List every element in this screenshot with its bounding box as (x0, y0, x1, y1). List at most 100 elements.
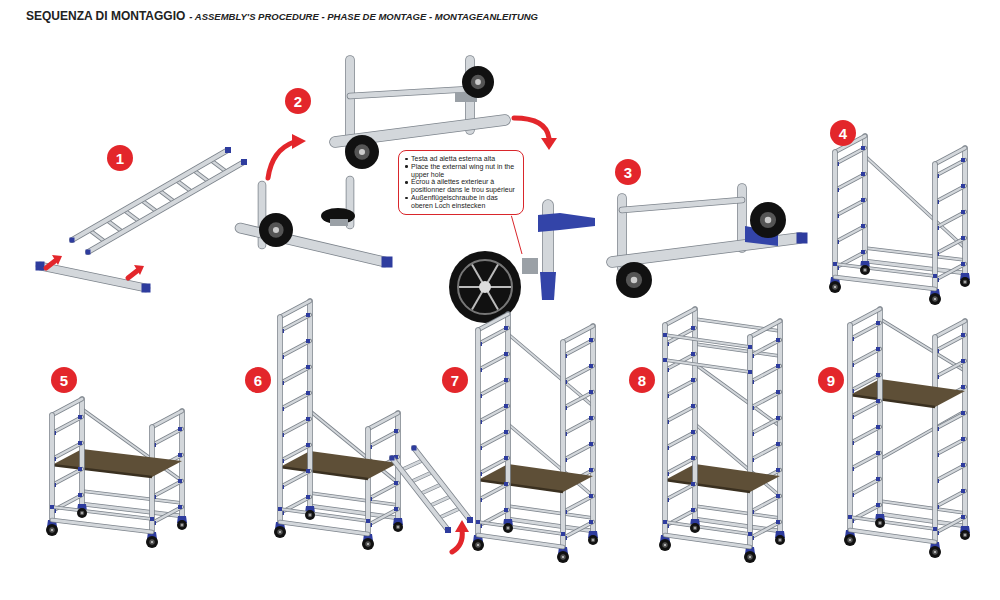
clamp-joint (504, 352, 508, 356)
tube (663, 325, 667, 540)
step-number: 3 (624, 165, 632, 180)
tube (935, 439, 965, 455)
clamp-joint (382, 257, 393, 268)
tube (280, 341, 310, 357)
tube-edge (932, 337, 938, 547)
callout-number: 5 (51, 367, 77, 393)
note-box: Testa ad aletta esterna altaPlace the ex… (398, 150, 524, 215)
heading-row: SEQUENZA DI MONTAGGIO- ASSEMBLY'S PROCED… (26, 9, 538, 23)
clamp-joint (504, 326, 508, 330)
tube-edge (850, 375, 880, 391)
clamp-joint (445, 527, 451, 533)
tube-edge (835, 200, 865, 216)
tube-edge (880, 411, 965, 459)
tube-edge (280, 341, 310, 357)
wing-nut (538, 213, 595, 232)
tube (850, 375, 880, 391)
wheel-hub (963, 280, 968, 285)
tube-edge (508, 334, 593, 406)
red-arrow-head (52, 255, 62, 265)
tube (508, 506, 593, 518)
tube-edge (935, 335, 965, 351)
clamp-joint (691, 430, 695, 434)
wheel-bracket (522, 258, 538, 274)
tube-edge (88, 162, 244, 252)
tube (563, 496, 593, 512)
wheel-axle (507, 527, 509, 529)
wheel-axle (51, 529, 53, 531)
wheel-axle (779, 539, 781, 541)
tube (835, 264, 935, 276)
tube (750, 392, 780, 408)
wheel (46, 524, 58, 536)
tube (935, 361, 965, 377)
tube (865, 156, 965, 248)
step-number: 1 (116, 151, 124, 166)
tube-edge (932, 164, 938, 294)
tube-edge (82, 491, 182, 503)
clamp-joint (861, 172, 865, 176)
wheel-hub (778, 538, 783, 543)
tube (52, 399, 82, 415)
tube (935, 335, 965, 351)
tube-edge (865, 248, 965, 260)
tube-edge (563, 392, 593, 408)
wheel (775, 535, 785, 545)
tube-edge (850, 530, 935, 542)
wheel-axle (879, 522, 881, 524)
tube (665, 360, 750, 372)
red-arrow (514, 118, 549, 138)
callout-number: 2 (285, 88, 311, 114)
tube (665, 458, 695, 474)
clamp-joint (961, 463, 965, 467)
tube (935, 148, 965, 164)
clamp-joint (589, 338, 593, 342)
clamp-joint (861, 146, 865, 150)
note-text: Écrou à ailettes exterieur à positionner… (405, 178, 518, 194)
tube (750, 444, 780, 460)
wheel (462, 66, 494, 98)
clamp-joint (306, 443, 310, 447)
wheel (929, 546, 941, 558)
tube-edge (563, 418, 593, 434)
clamp-joint (306, 417, 310, 421)
step-number: 4 (839, 126, 847, 141)
tube (935, 465, 965, 481)
red-arrow-head (134, 265, 144, 275)
tube-edge (478, 458, 508, 474)
wheel-hub (591, 538, 596, 543)
wheel (177, 520, 187, 530)
platform-edge (280, 467, 368, 479)
tube (429, 496, 451, 506)
wheel-axle (749, 556, 751, 558)
clamp-joint (691, 404, 695, 408)
tube (280, 522, 368, 534)
tube-edge (935, 439, 965, 455)
tube-edge (835, 264, 935, 276)
tube (850, 349, 880, 365)
tube-edge (505, 314, 511, 524)
tube (665, 335, 750, 347)
tube (622, 200, 742, 210)
tube-edge (935, 212, 965, 228)
tube (563, 444, 593, 460)
note-text: Außenflügelschraube in das oberen Loch e… (405, 194, 518, 210)
tube (850, 453, 880, 469)
wheel-hub (832, 284, 837, 289)
tube-edge (280, 393, 310, 409)
tube-edge (935, 186, 965, 202)
clamp-joint (961, 411, 965, 415)
wheel (960, 530, 970, 540)
tube (880, 319, 965, 371)
clamp-joint (961, 158, 965, 162)
tube-edge (880, 501, 965, 513)
tube-edge (280, 367, 310, 383)
tube-edge (429, 496, 451, 506)
tube (478, 314, 508, 330)
clamp-joint (504, 404, 508, 408)
tube (280, 367, 310, 383)
tube (478, 484, 508, 500)
tube (850, 309, 880, 325)
wheel-axle (151, 541, 153, 543)
red-arrow-head (455, 520, 469, 532)
